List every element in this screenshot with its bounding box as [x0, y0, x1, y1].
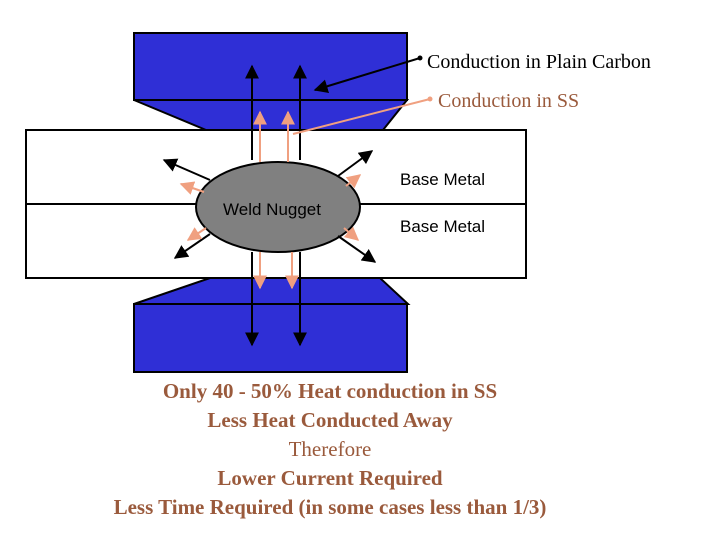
carbon-arrow-ne	[337, 150, 374, 177]
carbon-conduction-arrows	[162, 57, 421, 347]
ss-arrow-nw	[179, 181, 205, 195]
caption-line-5: Less Time Required (in some cases less t…	[113, 495, 547, 519]
ss-arrow-se	[343, 226, 360, 241]
ss-label-dot	[427, 96, 433, 102]
carbon-label-leader	[313, 57, 421, 94]
label-base-metal-top: Base Metal	[400, 170, 485, 189]
label-weld-nugget: Weld Nugget	[223, 200, 321, 219]
label-conduction-plain-carbon: Conduction in Plain Carbon	[427, 51, 651, 73]
bottom-electrode-tip	[133, 277, 411, 305]
ss-arrow-sw	[186, 227, 207, 241]
ss-label-leader	[292, 98, 431, 135]
caption-line-3: Therefore	[288, 437, 372, 461]
label-base-metal-bottom: Base Metal	[400, 217, 485, 236]
bottom-electrode-body	[133, 303, 408, 373]
top-electrode-body	[133, 32, 408, 101]
weld-nugget	[195, 161, 361, 253]
caption-line-1: Only 40 - 50% Heat conduction in SS	[162, 379, 498, 403]
caption-line-2: Less Heat Conducted Away	[207, 408, 453, 432]
carbon-arrow-nw	[162, 158, 211, 181]
caption-line-4: Lower Current Required	[217, 466, 443, 490]
ss-conduction-arrows	[179, 98, 431, 290]
ss-arrow-ne	[345, 174, 362, 189]
summary-caption: Only 40 - 50% Heat conduction in SS Less…	[0, 377, 660, 522]
carbon-label-dot	[417, 55, 423, 61]
carbon-arrow-sw	[173, 233, 211, 259]
label-conduction-ss: Conduction in SS	[438, 90, 579, 112]
